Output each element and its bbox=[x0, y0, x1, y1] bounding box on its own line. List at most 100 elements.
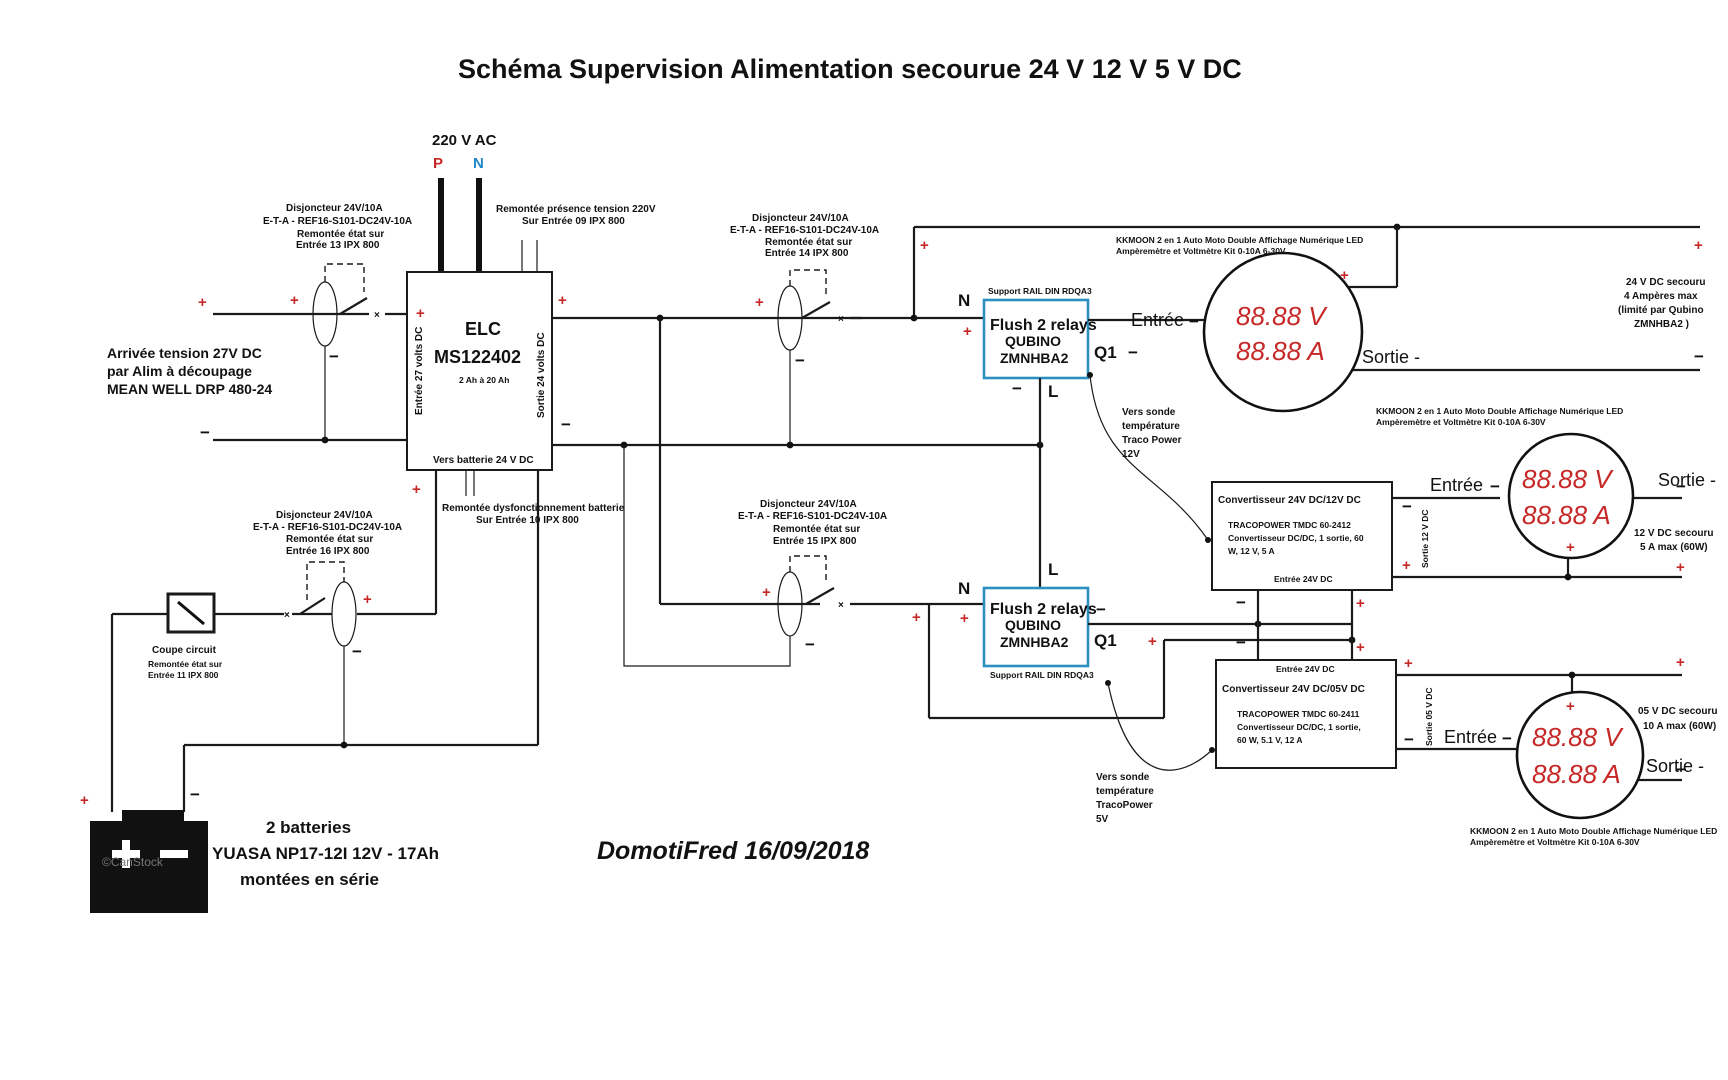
elc-bat-plus: + bbox=[412, 481, 421, 498]
meter-24-in-label: Entrée bbox=[1131, 310, 1184, 330]
svg-text:+: + bbox=[963, 323, 972, 340]
out05-line1: 05 V DC secouru bbox=[1638, 706, 1717, 717]
qubino-1-n: N bbox=[958, 291, 970, 310]
input-supply-line1: Arrivée tension 27V DC bbox=[107, 345, 262, 361]
breaker-3-line4: Entrée 16 IPX 800 bbox=[286, 546, 370, 557]
mains-neutral-label: N bbox=[473, 155, 484, 172]
meter-24-amps: 88.88 A bbox=[1236, 336, 1325, 366]
svg-text:+: + bbox=[960, 610, 969, 627]
input-supply-line3: MEAN WELL DRP 480-24 bbox=[107, 381, 272, 397]
svg-text:−: − bbox=[1490, 477, 1500, 496]
qubino-1: Flush 2 relays QUBINO ZMNHBA2 bbox=[982, 298, 1097, 380]
out24-line2: 4 Ampères max bbox=[1624, 291, 1698, 302]
presence-220-line2: Sur Entrée 09 IPX 800 bbox=[522, 216, 625, 227]
svg-text:+: + bbox=[1340, 267, 1349, 284]
meter-12-volts: 88.88 V bbox=[1522, 464, 1614, 494]
mains-label: 220 V AC bbox=[432, 132, 497, 149]
meter-12-in-label: Entrée bbox=[1430, 475, 1483, 495]
battery-fault-line1: Remontée dysfonctionnement batterie bbox=[442, 503, 625, 514]
svg-text:−: − bbox=[1676, 477, 1686, 496]
qubino-2-l: L bbox=[1048, 560, 1058, 579]
signature: DomotiFred 16/09/2018 bbox=[597, 837, 869, 865]
c05-top: Entrée 24V DC bbox=[1276, 664, 1335, 674]
qubino-1-line1: Flush 2 relays bbox=[990, 317, 1097, 334]
breaker-4-line2: E-T-A - REF16-S101-DC24V-10A bbox=[738, 511, 887, 522]
c05-line2: Convertisseur DC/DC, 1 sortie, bbox=[1237, 722, 1361, 732]
svg-text:×: × bbox=[284, 610, 290, 621]
elc-right-label: Sortie 24 volts DC bbox=[536, 332, 547, 418]
coupe-circuit-switch bbox=[166, 592, 216, 634]
coupe-circuit-line3: Entrée 11 IPX 800 bbox=[148, 670, 219, 680]
meter-12-out-label: Sortie - bbox=[1658, 470, 1716, 490]
svg-text:−: − bbox=[1096, 600, 1106, 619]
elc-model: MS122402 bbox=[434, 347, 521, 367]
out24-line1: 24 V DC secouru bbox=[1626, 277, 1705, 288]
breaker-2: × + − Disjoncteur 24V/10A E-T-A - REF16-… bbox=[730, 213, 914, 445]
svg-text:−: − bbox=[1128, 343, 1138, 362]
c05-title: Convertisseur 24V DC/05V DC bbox=[1222, 684, 1365, 695]
battery-line3: montées en série bbox=[240, 870, 379, 889]
svg-text:×: × bbox=[838, 600, 844, 611]
probe-12-line1: Vers sonde bbox=[1122, 407, 1176, 418]
breaker-4: + − Disjoncteur 24V/10A E-T-A - REF16-S1… bbox=[738, 499, 887, 654]
svg-text:−: − bbox=[1694, 347, 1704, 366]
qubino-1-q1: Q1 bbox=[1094, 343, 1117, 362]
qubino-2: Flush 2 relays QUBINO ZMNHBA2 bbox=[982, 586, 1097, 668]
meter-12-desc1: KKMOON 2 en 1 Auto Moto Double Affichage… bbox=[1376, 406, 1623, 416]
breaker-2-line3: Remontée état sur bbox=[765, 237, 852, 248]
c12-side: Sortie 12 V DC bbox=[1420, 509, 1430, 568]
svg-text:+: + bbox=[1676, 559, 1685, 576]
elc-bottom-label: Vers batterie 24 V DC bbox=[433, 455, 534, 466]
probe-12-line2: température bbox=[1122, 421, 1180, 432]
elc-capacity: 2 Ah à 20 Ah bbox=[459, 375, 509, 385]
svg-text:−: − bbox=[1676, 760, 1686, 779]
battery-minus: − bbox=[190, 785, 200, 804]
breaker-3-line1: Disjoncteur 24V/10A bbox=[276, 510, 373, 521]
meter-05-desc1: KKMOON 2 en 1 Auto Moto Double Affichage… bbox=[1470, 826, 1717, 836]
meter-24-out-label: Sortie - bbox=[1362, 347, 1420, 367]
qubino-2-line2: QUBINO bbox=[1005, 617, 1061, 633]
breaker-1-line4: Entrée 13 IPX 800 bbox=[296, 240, 380, 251]
meter-05-out-label: Sortie - bbox=[1646, 756, 1704, 776]
svg-text:+: + bbox=[1694, 237, 1703, 254]
svg-text:+: + bbox=[363, 591, 372, 608]
svg-text:+: + bbox=[1356, 639, 1365, 656]
meter-12-amps: 88.88 A bbox=[1522, 500, 1611, 530]
svg-text:−: − bbox=[1012, 379, 1022, 398]
svg-text:−: − bbox=[1502, 729, 1512, 748]
probe-05-line4: 5V bbox=[1096, 814, 1109, 825]
svg-text:+: + bbox=[1402, 557, 1411, 574]
meter-05-volts: 88.88 V bbox=[1532, 722, 1624, 752]
svg-text:×: × bbox=[374, 310, 380, 321]
probe-12-line4: 12V bbox=[1122, 449, 1140, 460]
meter-24-desc2: Ampèremètre et Voltmètre Kit 0-10A 6-30V bbox=[1116, 246, 1286, 256]
breaker-4-line1: Disjoncteur 24V/10A bbox=[760, 499, 857, 510]
svg-text:+: + bbox=[1148, 633, 1157, 650]
meter-05v: 88.88 V 88.88 A bbox=[1515, 690, 1645, 820]
meter-24-desc1: KKMOON 2 en 1 Auto Moto Double Affichage… bbox=[1116, 235, 1363, 245]
breaker-3-line2: E-T-A - REF16-S101-DC24V-10A bbox=[253, 522, 402, 533]
elc-in-plus: + bbox=[416, 305, 425, 322]
battery-plus: + bbox=[80, 792, 89, 809]
battery-line1: 2 batteries bbox=[266, 818, 351, 837]
converter-05v: Entrée 24V DC Convertisseur 24V DC/05V D… bbox=[1215, 659, 1397, 769]
out05-line2: 10 A max (60W) bbox=[1643, 721, 1716, 732]
breaker-1-line2: E-T-A - REF16-S101-DC24V-10A bbox=[263, 216, 412, 227]
c05-side: Sortie 05 V DC bbox=[1424, 687, 1434, 746]
c12-line3: W, 12 V, 5 A bbox=[1228, 546, 1275, 556]
c12-bottom: Entrée 24V DC bbox=[1274, 574, 1333, 584]
breaker-1-line1: Disjoncteur 24V/10A bbox=[286, 203, 383, 214]
qubino-2-q1: Q1 bbox=[1094, 631, 1117, 650]
svg-text:+: + bbox=[920, 237, 929, 254]
qubino-2-line1: Flush 2 relays bbox=[990, 601, 1097, 618]
probe-05-line3: TracoPower bbox=[1096, 800, 1153, 811]
breaker-4-line4: Entrée 15 IPX 800 bbox=[773, 536, 857, 547]
breaker-2-line1: Disjoncteur 24V/10A bbox=[752, 213, 849, 224]
out12-line1: 12 V DC secouru bbox=[1634, 528, 1713, 539]
c12-line1: TRACOPOWER TMDC 60-2412 bbox=[1228, 520, 1351, 530]
qubino-2-support: Support RAIL DIN RDQA3 bbox=[990, 670, 1094, 680]
meter-05-amps: 88.88 A bbox=[1532, 759, 1621, 789]
svg-text:−: − bbox=[352, 642, 362, 661]
probe-05-line2: température bbox=[1096, 786, 1154, 797]
breaker-2-line4: Entrée 14 IPX 800 bbox=[765, 248, 849, 259]
